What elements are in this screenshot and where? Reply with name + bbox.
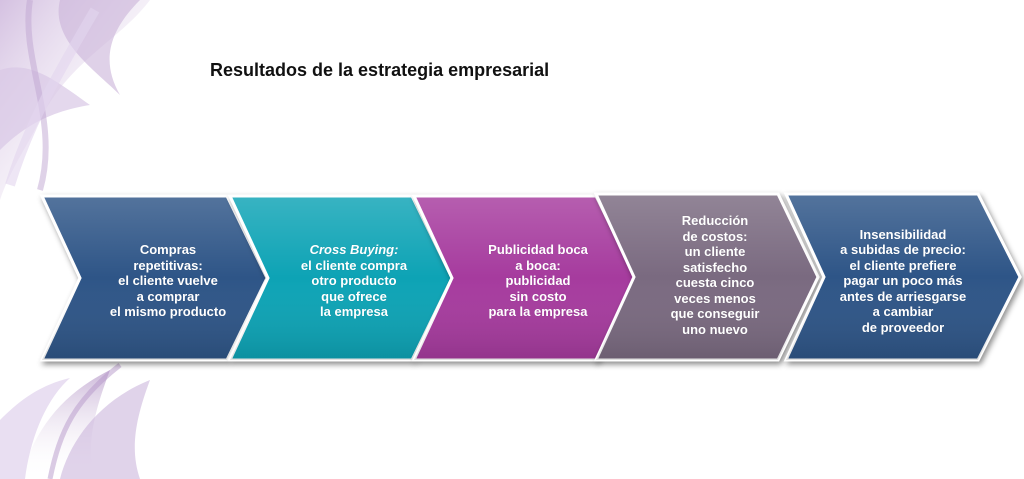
step-4-line-4: satisfecho <box>682 259 748 275</box>
step-4-line-2: de costos: <box>682 228 748 244</box>
step-2-line-2: el cliente compra <box>300 257 408 273</box>
step-5-line-2: a subidas de precio: <box>840 242 966 258</box>
chevron-publicidad-boca-a-boca <box>411 194 638 362</box>
step-5-line-7: de proveedor <box>861 319 945 335</box>
step-4-line-7: que conseguir <box>670 306 760 321</box>
step-1-line-1: Compras <box>139 242 197 258</box>
page-title: Resultados de la estrategia empresarial <box>210 60 550 80</box>
step-1-line-5: el mismo producto <box>109 304 227 320</box>
step-3-line-1: Publicidad boca <box>488 242 588 258</box>
step-5-line-6: a cambiar <box>872 304 934 320</box>
chevron-cross-buying-shine <box>230 196 452 360</box>
step-2-line-1: Cross Buying: <box>309 242 399 258</box>
step-5-line-1: Insensibilidad <box>859 226 947 242</box>
step-4-line-6: veces menos <box>674 290 756 306</box>
step-1-line-3: el cliente vuelve <box>118 273 218 289</box>
step-2-line-3: otro producto <box>311 273 397 289</box>
step-4-line-1: Reducción <box>681 213 749 228</box>
step-4-line-5: cuesta cinco <box>675 275 755 290</box>
step-3-line-4: sin costo <box>509 288 567 304</box>
step-4-line-8: uno nuevo <box>682 321 748 337</box>
lilac-swirl-bottom <box>0 363 150 479</box>
step-label-insensibilidad-precio: Insensibilidad a subidas de precio: el c… <box>812 222 994 340</box>
chevron-publicidad-boca-a-boca-shine <box>414 196 636 360</box>
chevron-insensibilidad-precio-shine <box>786 194 1020 360</box>
step-label-cross-buying: Cross Buying: el cliente compra otro pro… <box>268 228 440 334</box>
step-2-line-4: que ofrece <box>321 288 387 304</box>
step-1-line-2: repetitivas: <box>133 257 203 273</box>
step-label-publicidad-boca-a-boca: Publicidad boca a boca: publicidad sin c… <box>452 228 624 334</box>
step-3-line-5: para la empresa <box>488 304 588 320</box>
step-5-line-5: antes de arriesgarse <box>839 288 967 304</box>
chevron-reduccion-de-costos-shine <box>596 194 818 360</box>
step-4-line-3: un cliente <box>684 244 746 259</box>
step-label-compras-repetitivas: Compras repetitivas: el cliente vuelve a… <box>82 228 254 334</box>
chevron-cross-buying <box>227 194 454 362</box>
chevron-compras-repetitivas <box>39 194 269 362</box>
chevron-reduccion-de-costos <box>593 192 820 362</box>
lilac-swirl-top <box>0 0 150 200</box>
step-5-line-3: el cliente prefiere <box>849 257 957 273</box>
step-2-line-5: la empresa <box>320 304 388 320</box>
chevron-compras-repetitivas-shine <box>42 196 267 360</box>
step-5-line-4: pagar un poco más <box>843 273 963 289</box>
step-3-line-3: publicidad <box>505 273 571 289</box>
step-3-line-2: a boca: <box>515 257 561 273</box>
step-1-line-4: a comprar <box>136 288 200 304</box>
step-label-reduccion-de-costos: Reducción de costos: un cliente satisfec… <box>630 208 800 342</box>
chevron-insensibilidad-precio <box>783 192 1022 362</box>
